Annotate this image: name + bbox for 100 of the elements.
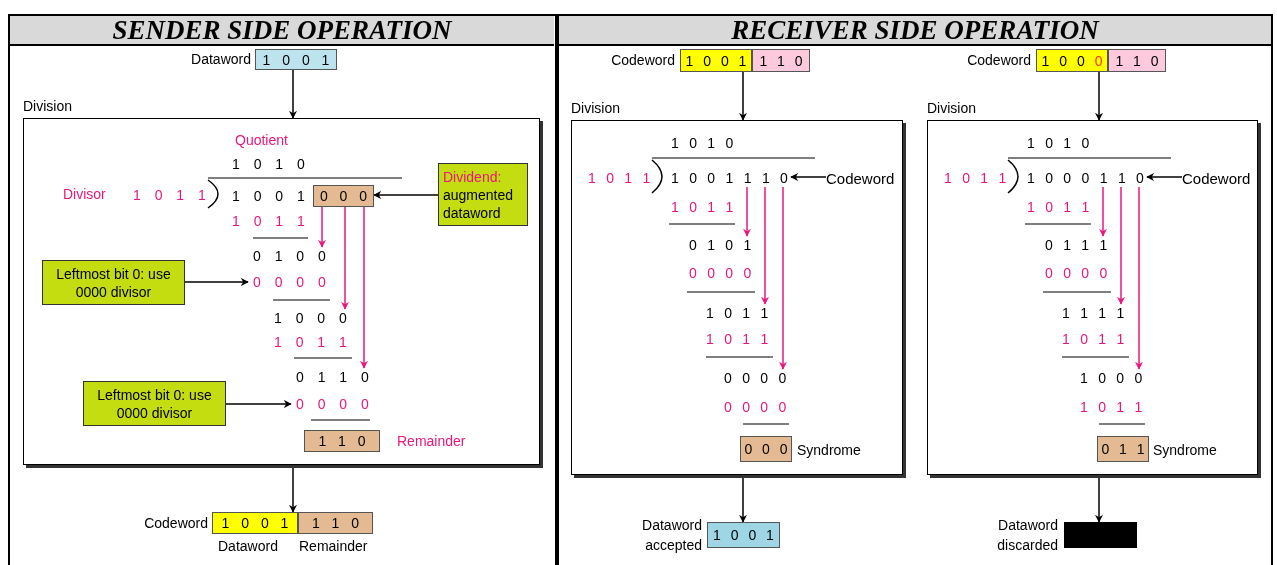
digit-row: 1 0 1 0 (671, 134, 734, 152)
bit-field (752, 49, 810, 72)
section-header (559, 16, 1271, 46)
caption-text: Syndrome (1153, 441, 1217, 460)
bit-field (740, 436, 792, 462)
bit-string: 0 1 1 (1101, 442, 1145, 456)
digit-row: 1 0 1 1 (671, 198, 734, 216)
bit-string: 1 0 0 1 (713, 528, 774, 542)
bit-string: 1 1 0 (311, 516, 360, 530)
digit-row: 1 0 1 1 (588, 169, 651, 187)
digit-row: 0 1 1 0 (296, 368, 369, 386)
digit-row: Quotient (235, 131, 288, 149)
bit-field (304, 430, 380, 452)
note-text: Leftmost bit 0: use 0000 divisor (96, 385, 213, 422)
arrow (743, 186, 751, 237)
digit-row: 1 0 1 1 (1062, 330, 1125, 348)
bit-string: 1 1 0 (318, 434, 366, 448)
digit-row: 1 1 1 1 (1062, 304, 1125, 322)
digit-row: 1 0 1 1 (944, 169, 1007, 187)
bit-string: 0 (1094, 53, 1103, 68)
caption-text: Dataword (191, 50, 251, 69)
arrow (1095, 71, 1103, 121)
digit-row: 1 0 1 1 (706, 330, 769, 348)
digit-row: 1 0 0 0 1 1 0 (1027, 169, 1144, 187)
caption-text: Remainder (299, 537, 368, 556)
bit-field (1108, 49, 1166, 72)
bit-field (212, 512, 298, 534)
digit-row: 1 0 1 1 (1080, 398, 1143, 416)
arrow (373, 191, 439, 199)
digit-row: Divisor (63, 185, 106, 203)
bit-field (680, 49, 752, 72)
caption-text: Syndrome (797, 441, 861, 460)
bit-string: 1 1 0 (759, 53, 803, 68)
bit-string: 1 0 0 1 (685, 53, 747, 68)
arrow (318, 206, 326, 248)
arrow (1099, 186, 1107, 237)
note-box (42, 260, 185, 305)
digit-row: 0 0 0 0 (724, 398, 787, 416)
bit-string: 0 0 0 (744, 442, 788, 456)
arrow (184, 278, 249, 286)
note-text: Dividend: (443, 167, 502, 186)
bit-string: 1 1 0 (1115, 53, 1159, 68)
bit-string: 0 0 0 (319, 189, 368, 203)
caption-text: Remainder (397, 432, 466, 451)
arrow (739, 71, 747, 121)
arrow (779, 186, 787, 370)
section-header (10, 16, 554, 46)
digit-row: 1 0 1 1 (706, 304, 769, 322)
caption-text: Dataword (218, 537, 278, 556)
bit-field (707, 522, 780, 548)
digit-row: 1 0 0 1 1 1 0 (671, 169, 788, 187)
digit-row: 0 1 0 0 (253, 247, 326, 265)
digit-row: 0 0 0 0 (253, 273, 326, 291)
note-box (438, 163, 528, 226)
note-box (83, 381, 226, 426)
digit-row: 0 0 0 0 (296, 395, 369, 413)
digit-row: 0 1 1 1 (1045, 236, 1108, 254)
arrow (1117, 186, 1125, 305)
caption-text: Codeword (611, 51, 675, 70)
arrow (360, 206, 368, 369)
section-title: SENDER SIDE OPERATION (112, 16, 452, 44)
bit-field (1097, 436, 1149, 462)
note-text: Leftmost bit 0: use 0000 divisor (55, 264, 172, 301)
digit-row: 1 0 1 1 (133, 186, 206, 204)
digit-row: 1 0 0 0 (1080, 369, 1143, 387)
digit-row: 1 0 1 1 (1027, 198, 1090, 216)
caption-text: Dataword discarded (996, 516, 1058, 555)
callout-label: Codeword (826, 170, 895, 186)
bit-field (313, 185, 374, 207)
caption-text: Codeword (144, 514, 208, 533)
arrow (1135, 186, 1143, 370)
digit-row: 0 0 0 0 (1045, 264, 1108, 282)
digit-row: 0 0 0 0 (724, 369, 787, 387)
filled-box (1064, 522, 1137, 548)
arrow (225, 400, 292, 408)
digit-row: 0 0 0 0 (689, 264, 752, 282)
bit-string: 1 0 0 1 (221, 516, 289, 530)
bit-field (298, 512, 373, 534)
bit-string: 1 0 0 1 (262, 52, 330, 67)
arrow (341, 206, 349, 310)
digit-row: 1 0 1 0 (232, 155, 305, 173)
digit-row: 0 1 0 1 (689, 236, 752, 254)
caption-text: Codeword (967, 51, 1031, 70)
digit-row: 1 0 1 1 (232, 212, 305, 230)
bit-string: 1 0 0 (1041, 53, 1085, 68)
arrow (1146, 173, 1183, 181)
arrow (289, 69, 297, 119)
section-label: Division (571, 99, 620, 118)
bit-field (255, 49, 337, 70)
digit-row: 1 0 0 1 (232, 187, 305, 205)
arrow (761, 186, 769, 305)
section-label: Division (927, 99, 976, 118)
callout-label: Codeword (1182, 170, 1251, 186)
section-title: RECEIVER SIDE OPERATION (731, 16, 1099, 44)
caption-text: Dataword accepted (641, 516, 702, 555)
digit-row: 1 0 1 1 (274, 333, 347, 351)
note-text: augmented dataword (443, 185, 515, 222)
digit-row: 1 0 1 0 (1027, 134, 1090, 152)
bit-field (1036, 49, 1108, 72)
digit-row: 1 0 0 0 (274, 309, 347, 327)
